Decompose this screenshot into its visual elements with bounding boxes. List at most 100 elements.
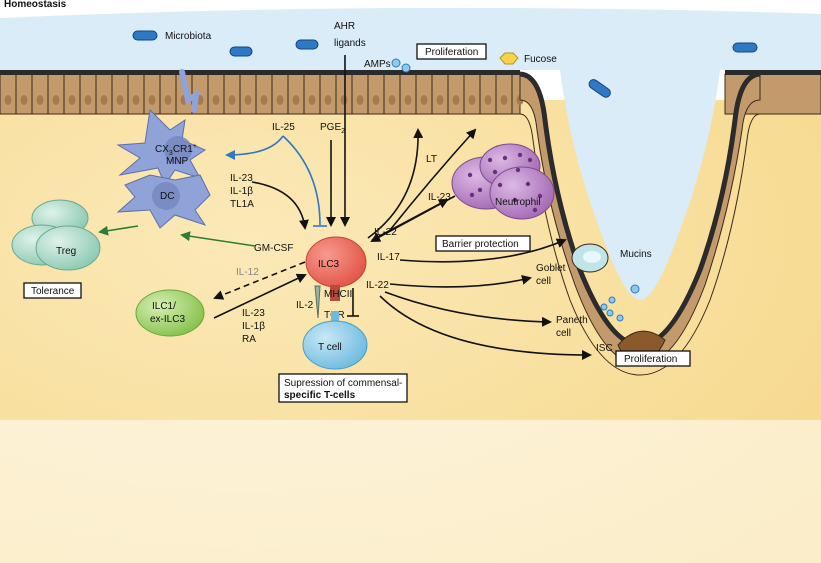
epithelial-nucleus bbox=[340, 95, 348, 105]
epithelial-nucleus bbox=[452, 95, 460, 105]
neutrophil-label: Neutrophil bbox=[495, 197, 541, 208]
barrier-protection-box bbox=[435, 235, 531, 252]
paneth-label-1: Paneth bbox=[556, 315, 588, 326]
epithelial-nucleus bbox=[276, 95, 284, 105]
diagram-title: Homeostasis bbox=[4, 0, 67, 10]
epithelial-nucleus bbox=[164, 95, 172, 105]
epithelial-nucleus bbox=[20, 95, 28, 105]
lt-label: LT bbox=[426, 154, 437, 165]
suppression-box bbox=[278, 373, 408, 403]
tolerance-box bbox=[23, 282, 82, 299]
neutrophil-granule bbox=[492, 169, 498, 175]
epithelial-nucleus bbox=[356, 95, 364, 105]
tl1a-label: TL1A bbox=[230, 199, 254, 210]
epithelial-nucleus bbox=[324, 95, 332, 105]
il23-label-c: IL-23 bbox=[428, 192, 451, 203]
il23-label-b: IL-23 bbox=[242, 308, 265, 319]
il25-label: IL-25 bbox=[272, 122, 295, 133]
epithelial-nucleus bbox=[500, 95, 508, 105]
neutrophil-granule bbox=[517, 152, 523, 158]
proliferation-bottom-label: Proliferation bbox=[624, 354, 677, 365]
epithelial-nucleus bbox=[420, 95, 428, 105]
ilc1-cell bbox=[135, 289, 205, 337]
il22-label-b: IL-22 bbox=[366, 280, 389, 291]
epithelial-nucleus bbox=[372, 95, 380, 105]
epithelial-nucleus bbox=[260, 95, 268, 105]
epithelial-nucleus bbox=[228, 95, 236, 105]
neutrophil-granule bbox=[515, 167, 521, 173]
neutrophil-granule bbox=[487, 157, 493, 163]
gmcsf-arrows bbox=[98, 225, 256, 247]
epithelial-nucleus bbox=[244, 95, 252, 105]
epithelial-nucleus bbox=[116, 95, 124, 105]
treg-cells bbox=[11, 199, 101, 271]
epithelial-nucleus bbox=[148, 95, 156, 105]
epithelial-nucleus bbox=[4, 95, 12, 105]
tcell-label: T cell bbox=[318, 342, 342, 353]
cx3cr1-label: CX3CR1+ bbox=[155, 143, 197, 157]
il12-label: IL-12 bbox=[236, 267, 259, 278]
epithelial-nucleus bbox=[308, 95, 316, 105]
ilc3-label: ILC3 bbox=[318, 259, 340, 270]
il1b-label-a: IL-1β bbox=[230, 186, 253, 197]
proliferation-box-top bbox=[416, 43, 487, 60]
neutrophil-granule bbox=[512, 197, 518, 203]
ahr-ligands-label: ligands bbox=[334, 38, 366, 49]
neutrophil-granule bbox=[537, 193, 543, 199]
il23-label-a: IL-23 bbox=[230, 173, 253, 184]
ra-label: RA bbox=[242, 334, 256, 345]
microbiota-icon bbox=[295, 39, 319, 50]
microbiota-label: Microbiota bbox=[165, 31, 212, 42]
fucose-icon bbox=[499, 52, 519, 65]
isc-label: ISC bbox=[596, 343, 613, 354]
epithelial-nucleus bbox=[36, 95, 44, 105]
proliferation-top-label: Proliferation bbox=[425, 47, 478, 58]
suppression-label-1: Supression of commensal- bbox=[284, 378, 402, 389]
epithelial-nucleus bbox=[212, 95, 220, 105]
microbiota-icon bbox=[132, 30, 158, 41]
epithelial-nucleus bbox=[292, 95, 300, 105]
mnp-label: MNP bbox=[166, 156, 189, 167]
epithelial-nucleus bbox=[468, 95, 476, 105]
il25-arrows bbox=[225, 135, 327, 227]
epithelial-nucleus bbox=[68, 95, 76, 105]
dc-label: DC bbox=[160, 191, 174, 202]
fucose-label: Fucose bbox=[524, 54, 557, 65]
il17-label: IL-17 bbox=[377, 252, 400, 263]
mucins-label: Mucins bbox=[620, 249, 652, 260]
neutrophil-granule bbox=[467, 172, 473, 178]
neutrophil-granule bbox=[497, 182, 503, 188]
mhcii-label: MHCII bbox=[324, 289, 352, 300]
pge2-label: PGE2 bbox=[320, 122, 345, 135]
epithelial-nucleus bbox=[388, 95, 396, 105]
neutrophil-granule bbox=[527, 157, 533, 163]
amps-label: AMPs bbox=[364, 59, 391, 70]
neutrophil-granule bbox=[469, 192, 475, 198]
epithelial-nucleus bbox=[436, 95, 444, 105]
suppression-label-2: specific T-cells bbox=[284, 390, 356, 401]
neutrophils bbox=[451, 143, 555, 220]
neutrophil-granule bbox=[502, 155, 508, 161]
epithelial-nucleus bbox=[100, 95, 108, 105]
tcell bbox=[302, 320, 368, 370]
paneth-label-2: cell bbox=[556, 328, 571, 339]
goblet-label-1: Goblet bbox=[536, 263, 566, 274]
barrier-protection-label: Barrier protection bbox=[442, 239, 519, 250]
il1b-label-b: IL-1β bbox=[242, 321, 265, 332]
epithelial-nucleus bbox=[132, 95, 140, 105]
epithelial-nucleus bbox=[484, 95, 492, 105]
il2-label: IL-2 bbox=[296, 300, 314, 311]
gmcsf-label: GM-CSF bbox=[254, 243, 293, 254]
neutrophil-granule bbox=[477, 187, 483, 193]
epithelial-nucleus bbox=[84, 95, 92, 105]
ilc1-label: ILC1/ bbox=[152, 301, 176, 312]
lumen bbox=[0, 7, 821, 70]
neutrophil-granule bbox=[525, 181, 531, 187]
goblet-label-2: cell bbox=[536, 276, 551, 287]
tolerance-label: Tolerance bbox=[31, 286, 75, 297]
epithelial-nucleus bbox=[404, 95, 412, 105]
treg-label: Treg bbox=[56, 246, 76, 257]
ahr-label: AHR bbox=[334, 21, 355, 32]
